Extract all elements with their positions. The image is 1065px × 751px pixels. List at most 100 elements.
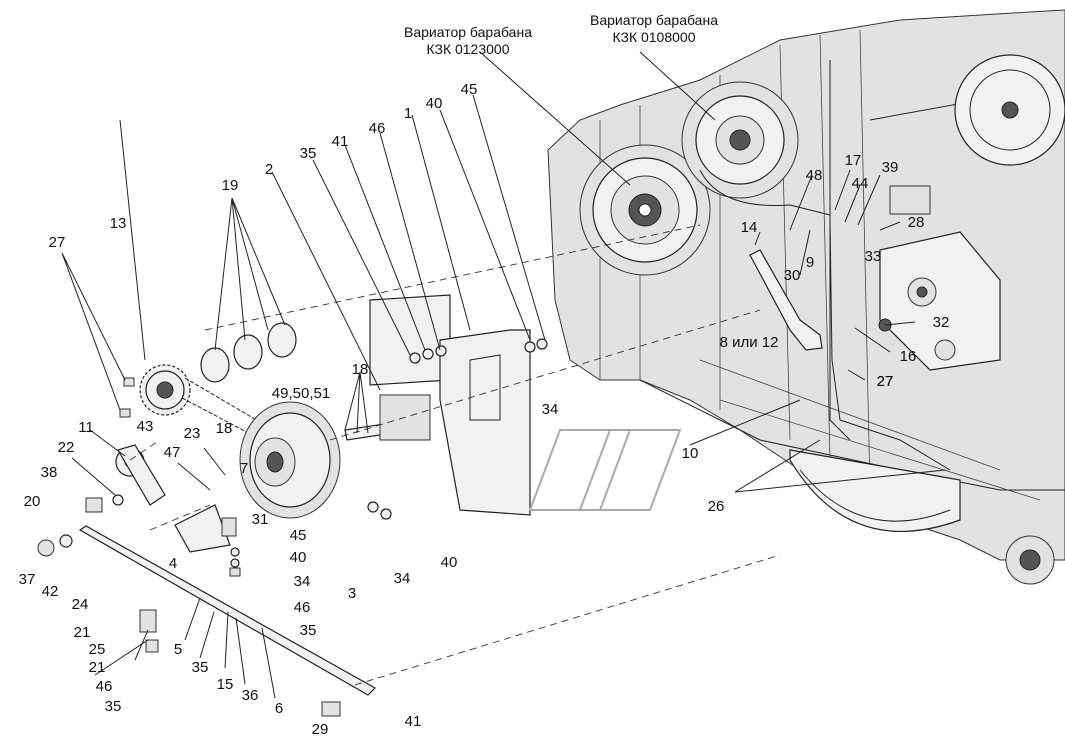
hydraulic-hose [699, 169, 831, 216]
assembly-line-3 [354, 554, 781, 686]
callout-19: 19 [222, 177, 239, 194]
rod-5-6 [78, 525, 376, 696]
callout-43: 43 [137, 418, 154, 435]
callout-32: 32 [933, 314, 950, 331]
support-1 [439, 329, 531, 516]
caption-2-line1: Вариатор барабана [590, 12, 718, 28]
callout-14: 14 [741, 219, 758, 236]
fan-wheel [954, 54, 1065, 166]
callout-34-mid: 34 [542, 401, 559, 418]
caption-1-line2: КЗК 0123000 [426, 41, 509, 57]
callout-1: 1 [404, 105, 412, 122]
bolt-27a [123, 377, 135, 387]
callout-5: 5 [174, 641, 182, 658]
bracket-4 [174, 504, 231, 553]
caption-1-line1: Вариатор барабана [404, 24, 532, 40]
callout-4: 4 [169, 555, 177, 572]
callout-13: 13 [110, 215, 127, 232]
washer-40d [380, 508, 392, 520]
callout-35-left: 35 [300, 622, 317, 639]
callout-10: 10 [682, 445, 699, 462]
callout-20: 20 [24, 493, 41, 510]
callout-37: 37 [19, 571, 36, 588]
callout-21a: 21 [74, 624, 91, 641]
callout-18-left: 18 [216, 420, 233, 437]
callout-44: 44 [852, 175, 869, 192]
callout-23: 23 [184, 425, 201, 442]
discs-19 [200, 322, 297, 383]
callout-29: 29 [312, 721, 329, 738]
callout-47: 47 [164, 444, 181, 461]
washer-41b [422, 348, 434, 360]
callout-2: 2 [265, 161, 273, 178]
callout-27-r: 27 [877, 373, 894, 390]
callout-16: 16 [900, 348, 917, 365]
callout-49-50-51: 49,50,51 [272, 385, 330, 402]
callout-35-rod: 35 [192, 659, 209, 676]
callout-3: 3 [348, 585, 356, 602]
watermark-logo [528, 429, 682, 511]
variator-pulley-kzk0123000 [579, 144, 711, 276]
tension-arm-22 [117, 444, 166, 506]
callout-35-bottom: 35 [105, 698, 122, 715]
bolt-27b [119, 408, 131, 418]
callout-46-bottom: 46 [96, 678, 113, 695]
callout-42: 42 [42, 583, 59, 600]
callout-15: 15 [217, 676, 234, 693]
variator-pulley-kzk0108000 [681, 81, 799, 199]
callout-25: 25 [89, 641, 106, 658]
callout-6: 6 [275, 700, 283, 717]
callout-22: 22 [58, 439, 75, 456]
callout-9: 9 [806, 254, 814, 271]
bolt-29 [321, 701, 341, 717]
combine-body [547, 9, 1065, 585]
spring-25 [139, 609, 159, 653]
assembly-line-1 [204, 224, 701, 331]
callout-11: 11 [78, 419, 94, 436]
callout-8-or-12: 8 или 12 [720, 334, 779, 351]
callout-46-top: 46 [369, 120, 386, 137]
callout-40-top: 40 [426, 95, 443, 112]
callout-40-low: 40 [441, 554, 458, 571]
pin-31 [221, 517, 237, 537]
assembly-line-4 [129, 439, 161, 461]
callout-30: 30 [784, 267, 801, 284]
callout-labels: 19 13 27 27 11 43 22 47 23 18 7 38 20 4 … [19, 81, 950, 738]
assembly-line-2 [329, 309, 761, 441]
pulley-assembly-right [878, 185, 1001, 371]
callout-34-left: 34 [294, 573, 311, 590]
callout-31: 31 [252, 511, 269, 528]
assembly-line-5 [149, 504, 211, 531]
callout-45-left: 45 [290, 527, 307, 544]
callout-24: 24 [72, 596, 89, 613]
caption-2-line2: КЗК 0108000 [612, 29, 695, 45]
washer-40a [230, 558, 240, 568]
guard-plate-2 [369, 294, 451, 386]
washer-40c [524, 341, 536, 353]
callout-28: 28 [908, 214, 925, 231]
callout-26: 26 [708, 498, 725, 515]
nut-34a [229, 567, 241, 577]
sprocket-13 [139, 364, 191, 416]
callout-39: 39 [882, 159, 899, 176]
washer-45c [536, 338, 548, 350]
washer-20 [112, 494, 124, 506]
callout-33: 33 [865, 248, 882, 265]
callout-34-low: 34 [394, 570, 411, 587]
washer-46b [435, 345, 447, 357]
pipe-8-or-12 [749, 249, 823, 351]
callout-36: 36 [242, 687, 259, 704]
bushing-38 [85, 497, 103, 513]
washer-35b [409, 352, 421, 364]
pulley-3 [239, 401, 341, 519]
washer-45a [230, 547, 240, 557]
leader-lines [61, 51, 946, 699]
caption-variator-2: Вариатор барабана КЗК 0108000 [590, 12, 718, 45]
callout-41-top: 41 [332, 133, 349, 150]
callout-48: 48 [806, 167, 823, 184]
caption-variator-1: Вариатор барабана КЗК 0123000 [404, 24, 532, 57]
callout-27-right: 27 [877, 373, 894, 390]
nut-37 [37, 539, 55, 557]
